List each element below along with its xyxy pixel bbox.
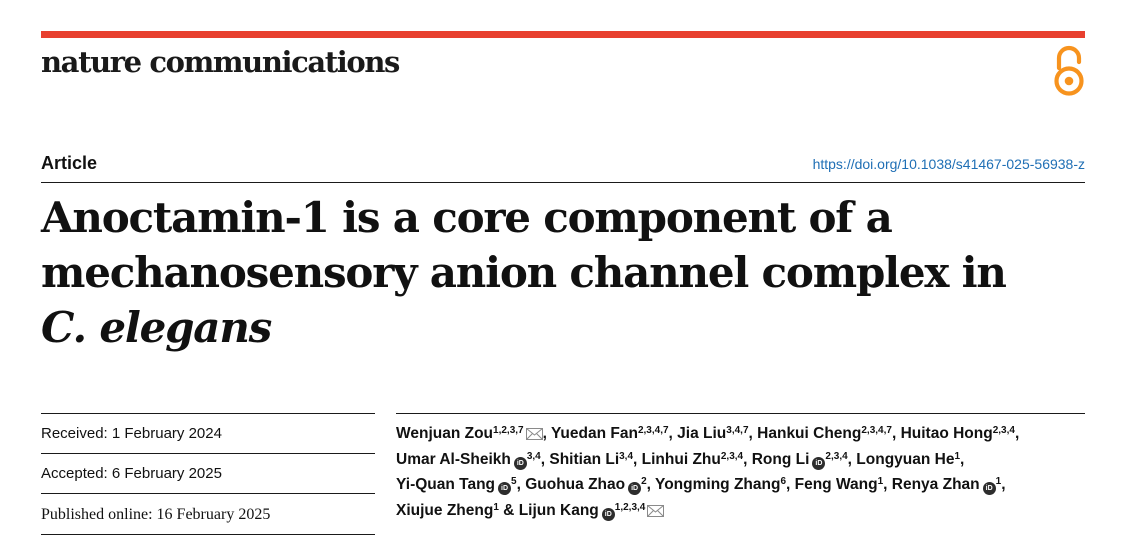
- author-affiliation: 1,2,3,7: [493, 425, 524, 436]
- author-name[interactable]: Yongming Zhang: [655, 476, 781, 493]
- author-item: Wenjuan Zou1,2,3,7: [396, 425, 543, 442]
- author-item: Yongming Zhang6: [655, 476, 786, 493]
- orcid-icon[interactable]: iD: [498, 482, 512, 495]
- author-separator: ,: [633, 450, 642, 468]
- article-title-main: Anoctamin-1 is a core component of a mec…: [41, 193, 1007, 297]
- author-item: Jia Liu3,4,7: [677, 425, 748, 442]
- author-name[interactable]: Linhui Zhu: [641, 450, 721, 468]
- author-affiliation: 2,3,4,7: [861, 425, 892, 436]
- orcid-icon[interactable]: iD: [628, 482, 642, 495]
- article-title-species: C. elegans: [41, 303, 272, 352]
- received-date: Received: 1 February 2024: [41, 413, 375, 453]
- orcid-icon[interactable]: iD: [601, 507, 615, 521]
- author-affiliation: 1: [877, 476, 884, 487]
- author-name[interactable]: Feng Wang: [794, 476, 878, 493]
- header-divider: [41, 182, 1085, 183]
- author-name[interactable]: Guohua Zhao: [525, 476, 626, 493]
- author-affiliation: 1: [493, 501, 499, 513]
- author-separator: ,: [786, 476, 795, 493]
- author-item: Hankui Cheng2,3,4,7: [757, 425, 892, 442]
- author-item: Longyuan He1: [856, 451, 960, 468]
- author-affiliation: 5: [511, 476, 517, 487]
- envelope-icon[interactable]: [525, 428, 543, 440]
- author-name[interactable]: Shitian Li: [549, 450, 620, 468]
- orcid-icon[interactable]: iD: [513, 456, 527, 470]
- author-affiliation: 1: [954, 450, 961, 462]
- author-affiliation: 3,4,7: [726, 425, 749, 436]
- published-date: Published online: 16 February 2025: [41, 493, 375, 535]
- authors-divider: [396, 413, 1085, 414]
- author-affiliation: 2,3,4: [992, 425, 1015, 436]
- author-name[interactable]: Yuedan Fan: [550, 425, 638, 442]
- author-list: Wenjuan Zou1,2,3,7, Yuedan Fan2,3,4,7, J…: [396, 421, 1091, 523]
- author-name[interactable]: Umar Al-Sheikh: [396, 450, 511, 468]
- author-name[interactable]: Rong Li: [751, 450, 810, 468]
- author-name[interactable]: Huitao Hong: [900, 425, 993, 442]
- author-item: Xiujue Zheng1: [396, 502, 499, 519]
- author-separator: ,: [646, 476, 656, 493]
- doi-link[interactable]: https://doi.org/10.1038/s41467-025-56938…: [812, 156, 1085, 172]
- article-title: Anoctamin-1 is a core component of a mec…: [41, 190, 1085, 355]
- article-type-label: Article: [41, 153, 98, 173]
- author-separator: ,: [540, 450, 550, 468]
- orcid-icon[interactable]: iD: [812, 456, 826, 470]
- author-separator: ,: [891, 425, 901, 442]
- author-separator: ,: [516, 476, 526, 493]
- author-affiliation: 6: [780, 476, 786, 487]
- author-name[interactable]: Hankui Cheng: [757, 425, 862, 442]
- author-item: Shitian Li3,4: [549, 451, 633, 468]
- author-separator: ,: [743, 450, 752, 468]
- author-item: Huitao Hong2,3,4: [901, 425, 1015, 442]
- author-name[interactable]: Jia Liu: [677, 425, 727, 442]
- author-affiliation: 1: [995, 476, 1002, 487]
- orcid-icon[interactable]: iD: [982, 482, 996, 495]
- author-item: Yuedan Fan2,3,4,7: [551, 425, 669, 442]
- publication-dates: Received: 1 February 2024 Accepted: 6 Fe…: [41, 413, 375, 535]
- accepted-date: Accepted: 6 February 2025: [41, 453, 375, 493]
- author-name[interactable]: Lijun Kang: [518, 501, 599, 519]
- author-name[interactable]: Longyuan He: [856, 450, 955, 468]
- author-separator: ,: [1001, 476, 1006, 493]
- envelope-icon[interactable]: [647, 504, 665, 517]
- open-access-icon[interactable]: [1051, 44, 1087, 98]
- author-separator: ,: [960, 450, 965, 468]
- author-separator: ,: [883, 476, 892, 493]
- author-name[interactable]: Renya Zhan: [891, 476, 980, 493]
- journal-accent-bar: [41, 31, 1085, 38]
- author-item: Feng Wang1: [795, 476, 884, 493]
- author-affiliation: 1,2,3,4: [614, 501, 646, 513]
- author-item: Linhui Zhu2,3,4: [642, 451, 743, 468]
- author-affiliation: 3,4: [619, 450, 634, 462]
- author-separator: ,: [748, 425, 758, 442]
- author-separator: &: [498, 501, 519, 519]
- author-affiliation: 2,3,4: [825, 450, 848, 462]
- author-separator: ,: [1014, 425, 1020, 442]
- author-affiliation: 3,4: [526, 450, 541, 462]
- author-name[interactable]: Xiujue Zheng: [396, 501, 494, 519]
- author-name[interactable]: Yi-Quan Tang: [396, 476, 496, 493]
- author-separator: ,: [542, 425, 551, 442]
- author-affiliation: 2: [641, 476, 647, 487]
- author-affiliation: 2,3,4: [720, 450, 744, 462]
- author-separator: ,: [847, 450, 857, 468]
- journal-name: nature communications: [41, 45, 400, 79]
- author-name[interactable]: Wenjuan Zou: [396, 425, 494, 442]
- author-separator: ,: [668, 425, 678, 442]
- author-affiliation: 2,3,4,7: [637, 425, 669, 436]
